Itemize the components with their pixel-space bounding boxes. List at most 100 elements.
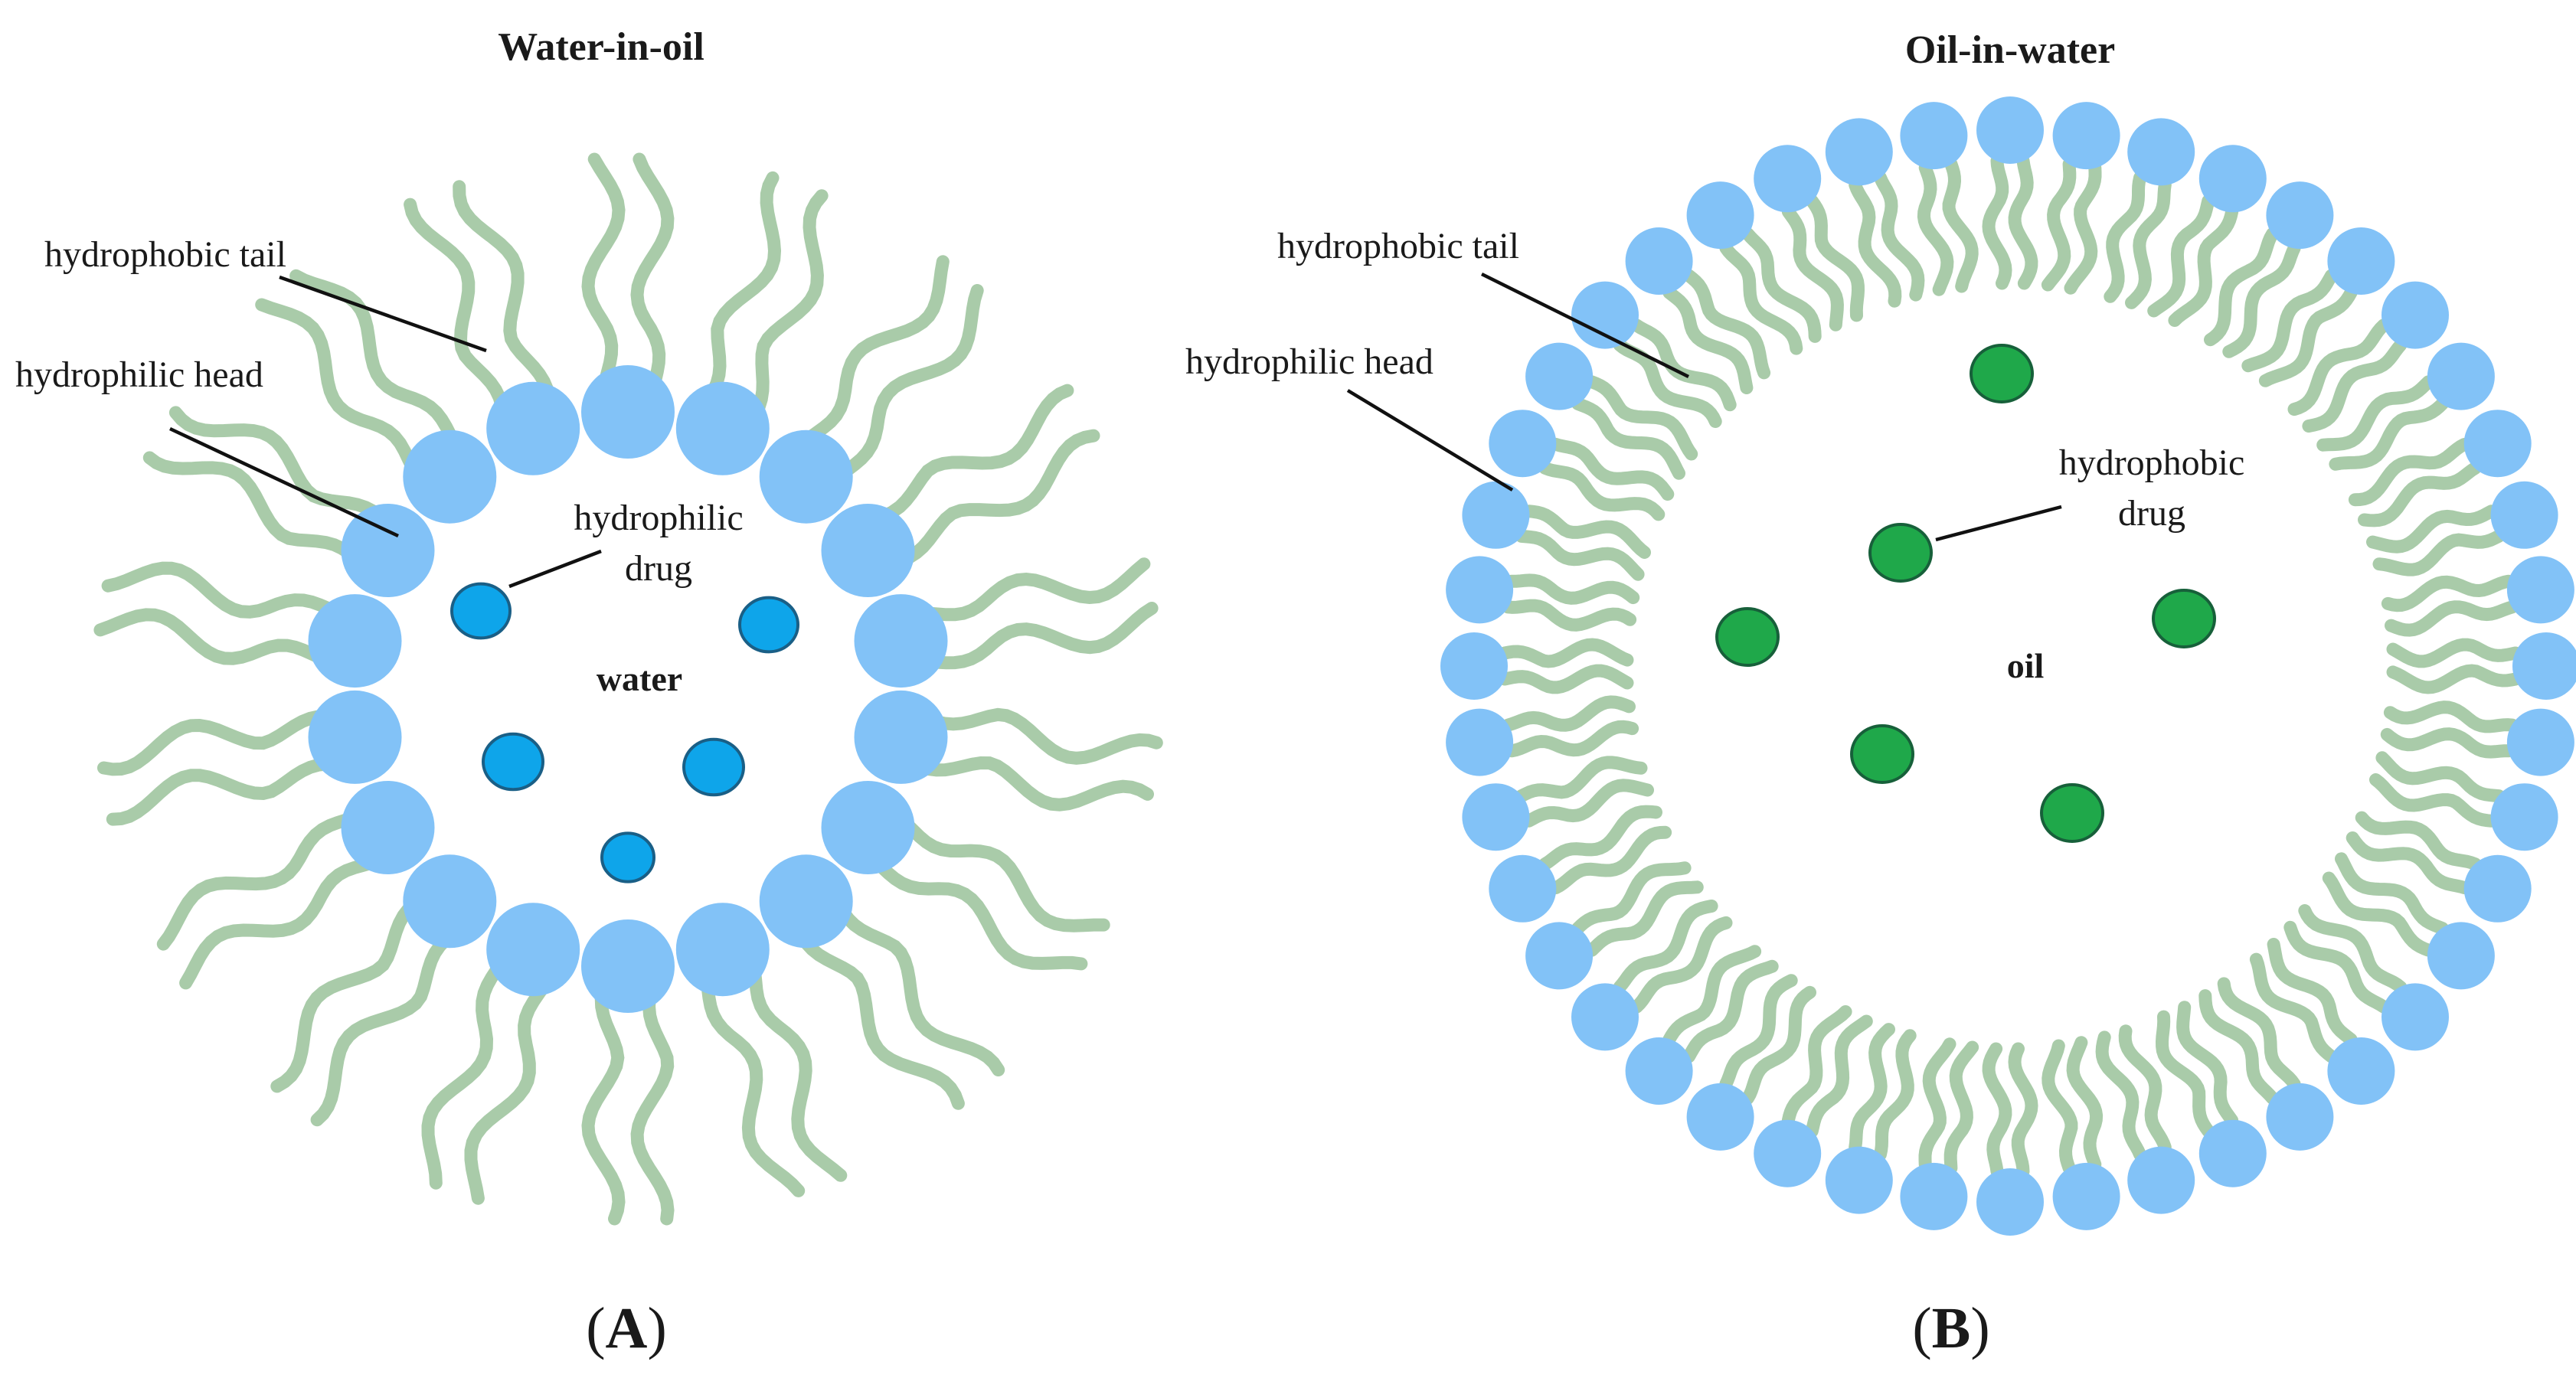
panel-a-core-label: water (597, 659, 682, 698)
hydrophilic-head (1825, 118, 1893, 186)
panel-b-title: Oil-in-water (1905, 28, 2115, 72)
reverse-micelle-tails (93, 152, 1163, 1226)
hydrophobic-tail (744, 189, 829, 429)
hydrophobic-tail (1719, 241, 1803, 355)
hydrophilic-head (1462, 481, 1530, 549)
hydrophilic-head (308, 690, 402, 784)
hydrophilic-head (1571, 983, 1639, 1051)
hydrophobic-tail (630, 152, 675, 403)
hydrophobic-tail (2380, 727, 2516, 759)
hydrophobic-tail (2118, 1024, 2172, 1154)
hydrophobic-tail (142, 451, 369, 571)
panel-b-head-leader-line (1346, 389, 1514, 492)
hydrophobic-drug-particle (2040, 783, 2104, 843)
hydrophilic-head (1976, 1168, 2044, 1236)
hydrophilic-head (1446, 708, 1514, 776)
hydrophilic-head (2327, 1037, 2395, 1105)
panel-b-head-label: hydrophilic head (1185, 341, 1433, 382)
hydrophilic-drug-particle (738, 596, 799, 654)
hydrophobic-tail (887, 429, 1100, 571)
panel-b-drug-label-line1: hydrophobic (2059, 443, 2245, 483)
hydrophobic-tail (828, 284, 984, 488)
hydrophilic-drug-particle (682, 737, 745, 797)
hydrophilic-head (1489, 854, 1557, 923)
hydrophobic-tail (2066, 1036, 2104, 1171)
hydrophobic-tail (1498, 638, 1634, 668)
hydrophobic-tail (1505, 720, 1639, 758)
hydrophilic-head (1440, 632, 1508, 700)
hydrophobic-tail (2369, 773, 2498, 828)
hydrophobic-tail (1781, 205, 1844, 331)
panel-a-head-label: hydrophilic head (15, 354, 263, 395)
hydrophobic-tail (630, 975, 675, 1226)
hydrophilic-head (759, 429, 853, 524)
hydrophilic-head (1525, 922, 1594, 990)
hydrophobic-tail (2176, 1001, 2239, 1127)
hydrophilic-drug-particle (450, 582, 512, 640)
hydrophilic-head (1462, 783, 1530, 851)
hydrophobic-tail (914, 707, 1163, 765)
hydrophobic-tail (2267, 938, 2358, 1047)
hydrophobic-tail (1682, 959, 1779, 1063)
hydrophilic-head (2327, 227, 2395, 295)
hydrophobic-tail (1982, 154, 2012, 290)
hydrophobic-tail (2316, 375, 2435, 452)
hydrophobic-tail (1741, 227, 1822, 343)
hydrophobic-tail (1549, 437, 1675, 501)
hydrophilic-head (821, 781, 915, 874)
hydrophobic-tail (179, 850, 394, 990)
hydrophilic-head (2052, 102, 2120, 170)
hydrophilic-head (675, 903, 770, 997)
hydrophobic-drug-particle (1970, 344, 2034, 403)
hydrophobic-tail (2042, 1039, 2078, 1175)
hydrophilic-head (403, 429, 497, 524)
hydrophilic-head (341, 504, 435, 597)
hydrophobic-tail (1613, 338, 1722, 428)
hydrophobic-tail (2095, 1030, 2147, 1161)
hydrophilic-head (341, 781, 435, 874)
hydrophobic-tail (1781, 1005, 1852, 1127)
hydrophilic-head (2506, 708, 2574, 776)
hydrophobic-tail (2372, 529, 2506, 576)
hydrophobic-tail (2064, 161, 2102, 295)
hydrophobic-tail (1522, 779, 1654, 828)
hydrophobic-tail (2249, 952, 2338, 1063)
hydrophobic-tail (2346, 831, 2471, 895)
hydrophobic-tail (1918, 1037, 1957, 1171)
panel-a-drug-leader-line (508, 549, 602, 589)
micelle-tails (1498, 154, 2522, 1178)
hydrophilic-head (2427, 342, 2495, 410)
hydrophobic-tail (1917, 161, 1954, 296)
hydrophobic-tail (914, 602, 1159, 670)
hydrophobic-tail (2383, 701, 2519, 733)
hydrophobic-tail (1515, 756, 1648, 803)
hydrophobic-tail (1538, 461, 1666, 521)
hydrophobic-tail (310, 922, 466, 1127)
panel-a-drug-label-line2: drug (625, 548, 692, 589)
hydrophilic-head (821, 504, 915, 597)
micelle-heads (1440, 96, 2576, 1236)
hydrophilic-head (1686, 181, 1754, 250)
panel-water-in-oil: Water-in-oil hydrophobic tail hydrophili… (15, 25, 1163, 1360)
hydrophilic-head (2512, 632, 2576, 700)
hydrophobic-tail (421, 949, 512, 1190)
hydrophilic-head (759, 854, 853, 949)
hydrophobic-tail (1719, 974, 1798, 1091)
hydrophobic-tail (1982, 1042, 2012, 1178)
hydrophobic-tail (156, 807, 369, 951)
panel-oil-in-water: Oil-in-water hydrophobic tail hydrophili… (1185, 28, 2576, 1360)
hydrophobic-tail (2385, 600, 2519, 637)
hydrophobic-tail (1613, 900, 1718, 994)
hydrophobic-tail (1630, 916, 1733, 1014)
hydrophilic-head (1976, 96, 2044, 164)
hydrophobic-tail (2386, 638, 2522, 668)
hydrophilic-head (1625, 227, 1693, 295)
panel-a-tag-open: ( (586, 1296, 605, 1360)
hydrophobic-tail (887, 807, 1110, 932)
panel-b-tag-close: ) (1970, 1296, 1989, 1360)
hydrophilic-head (1754, 145, 1822, 213)
hydrophobic-tail (862, 384, 1074, 528)
hydrophobic-tail (581, 152, 626, 403)
hydrophobic-tail (698, 171, 782, 413)
